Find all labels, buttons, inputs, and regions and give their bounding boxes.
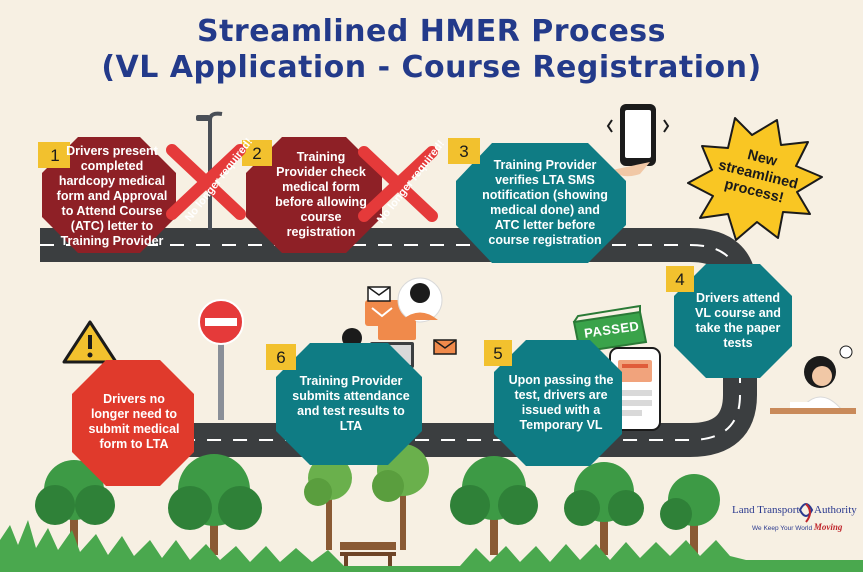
step-5-number-tab [484, 340, 512, 366]
phone-checklist-icon [609, 347, 661, 431]
step-3-octagon [456, 143, 626, 263]
step-1-text: Drivers present completed hardcopy medic… [56, 143, 168, 248]
warning-triangle-icon [62, 320, 118, 364]
step-6-text: Training Provider submits attendance and… [292, 374, 410, 433]
step-4-text: Drivers attend VL course and take the pa… [695, 291, 781, 350]
step-6-number-tab [266, 344, 296, 370]
mobile-phone-icon [606, 104, 670, 177]
lta-tagline-emphasis: Moving [813, 522, 843, 532]
lta-logo-name-left: Land Transport [732, 504, 800, 516]
step-2-number: 2 [252, 144, 262, 163]
lta-logo-icon [798, 503, 814, 523]
student-writing-icon [770, 345, 856, 414]
step-5-octagon [494, 340, 622, 466]
email-icon [367, 286, 457, 355]
page-title-line-2: (VL Application - Course Registration) [101, 50, 762, 85]
step-1-number-tab [38, 142, 70, 168]
final-note-text: Drivers no longer need to submit medical… [88, 392, 180, 451]
step-6-number: 6 [276, 348, 286, 367]
step-3-number-tab [448, 138, 480, 164]
step-1-cross-icon [166, 144, 246, 220]
grass [0, 520, 863, 572]
step-2-octagon [246, 137, 382, 253]
step-4-number: 4 [675, 270, 685, 289]
step-6-octagon [276, 343, 422, 465]
step-3-number: 3 [459, 142, 469, 161]
lta-logo-name-right: Authority [814, 504, 857, 516]
park-bench-icon [340, 542, 396, 568]
step-3-text: Training Provider verifies LTA SMS notif… [482, 158, 608, 247]
step-4-number-tab [666, 266, 694, 292]
tree-icon [35, 444, 720, 555]
step-2-text: Training Provider check medical form bef… [275, 150, 367, 239]
step-5-text: Upon passing the test, drivers are issue… [508, 373, 614, 432]
final-note-octagon [72, 360, 194, 486]
step-2-cross-icon [358, 146, 438, 222]
no-entry-sign-icon [198, 299, 244, 420]
step-1-octagon [42, 137, 176, 253]
callout-star [687, 117, 823, 241]
step-1-number: 1 [50, 146, 60, 165]
lta-logo-tagline: We Keep Your World Moving [752, 522, 842, 532]
lta-tagline-prefix: We Keep Your World [752, 525, 813, 532]
step-4-octagon [674, 264, 792, 378]
step-5-number: 5 [493, 344, 503, 363]
step-2-number-tab [242, 140, 272, 166]
page-title-line-1: Streamlined HMER Process [196, 14, 667, 49]
